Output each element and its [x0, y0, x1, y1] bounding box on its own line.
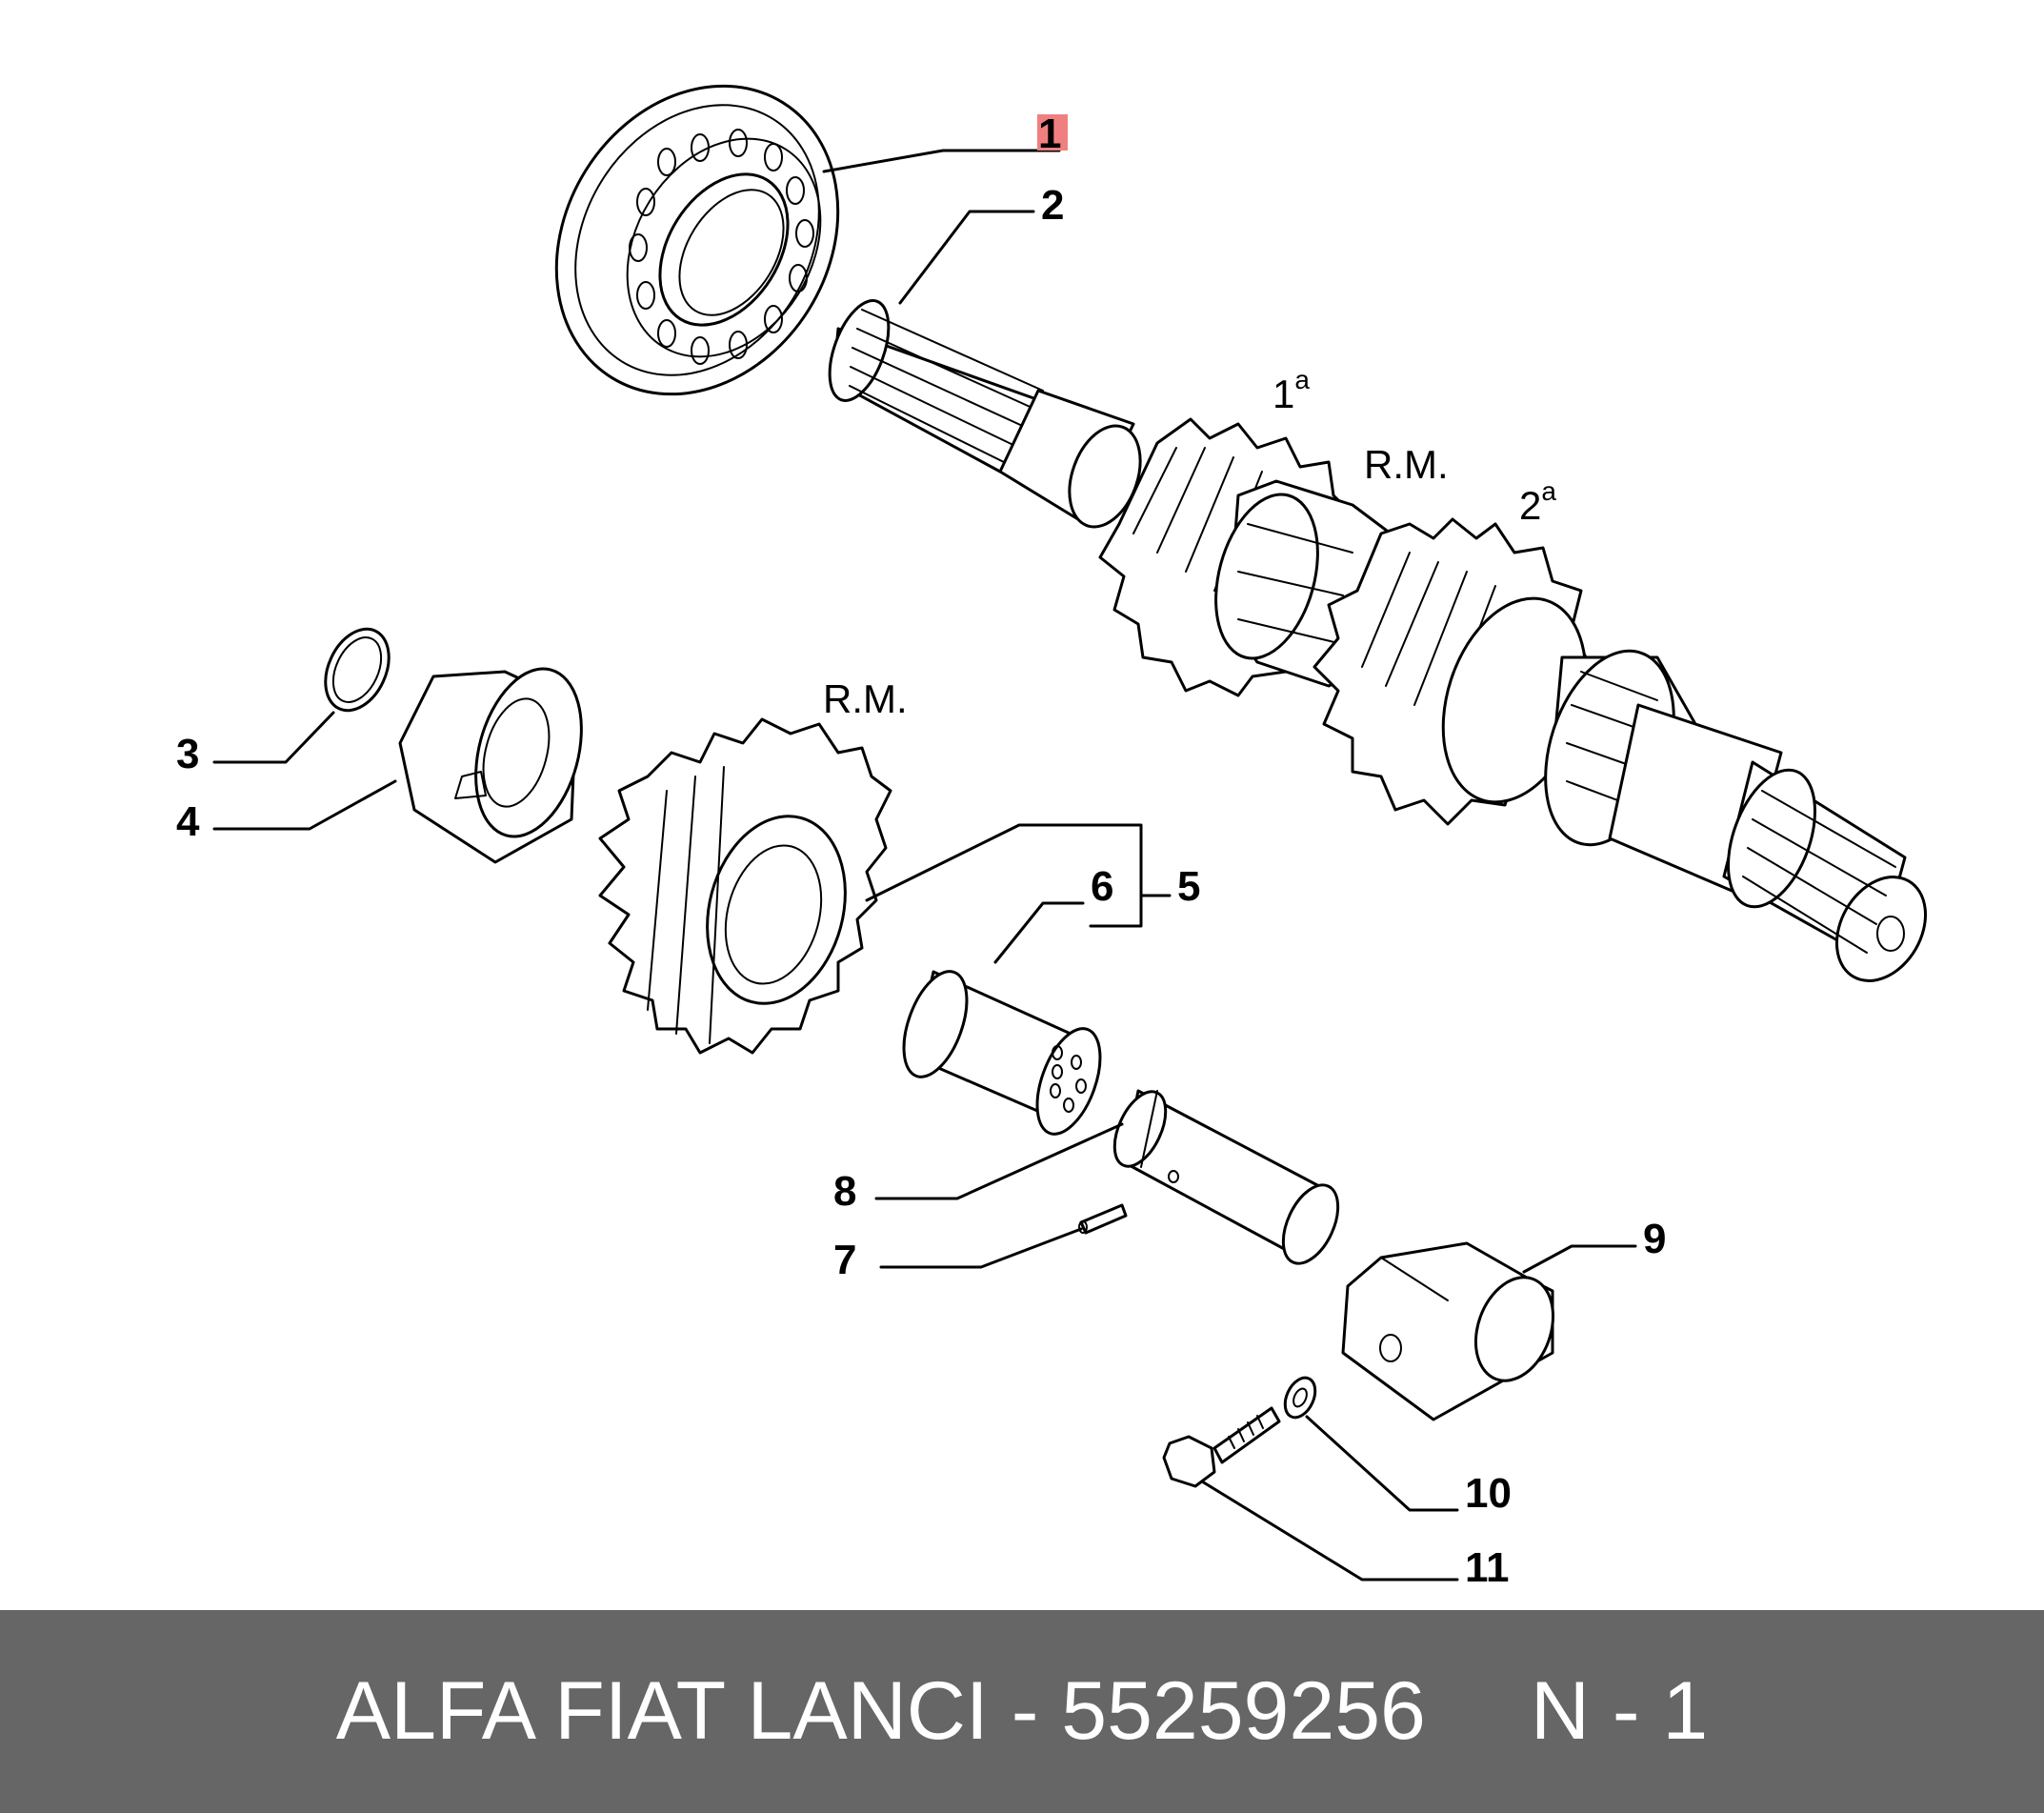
footer-part-number: 55259256 — [1061, 1665, 1426, 1757]
callout-1-highlight — [1037, 114, 1068, 151]
gear-label-first-number: 1 — [1272, 372, 1294, 416]
callout-3[interactable]: 3 — [176, 731, 199, 777]
footer-separator: - — [988, 1665, 1062, 1757]
leader-lines — [212, 149, 1637, 1581]
part-info-footer: ALFA FIAT LANCI - 55259256 N - 1 — [0, 1610, 2044, 1813]
callout-6[interactable]: 6 — [1091, 863, 1113, 910]
footer-position: N - 1 — [1530, 1665, 1709, 1757]
reverse-idler-gear[interactable] — [598, 717, 892, 1055]
washer[interactable] — [1279, 1373, 1321, 1422]
needle-bearing[interactable] — [892, 963, 1112, 1142]
callout-7[interactable]: 7 — [833, 1237, 856, 1283]
callout-4[interactable]: 4 — [176, 798, 200, 845]
callout-1[interactable]: 1 — [1038, 111, 1061, 157]
support-bracket[interactable] — [1341, 1241, 1567, 1421]
gear-label-second-number: 2 — [1519, 483, 1541, 528]
gear-label-second: 2a — [1519, 476, 1556, 528]
roll-pin[interactable] — [1078, 1203, 1128, 1235]
gear-label-first: 1a — [1272, 365, 1310, 416]
main-shaft[interactable] — [818, 292, 1944, 997]
gear-label-first-sup: a — [1294, 365, 1310, 394]
callout-5[interactable]: 5 — [1177, 863, 1200, 910]
callout-8[interactable]: 8 — [833, 1168, 856, 1215]
callout-11[interactable]: 11 — [1465, 1544, 1510, 1591]
callout-2[interactable]: 2 — [1041, 182, 1064, 229]
gear-label-second-sup: a — [1541, 476, 1556, 506]
idler-shaft[interactable] — [1104, 1084, 1349, 1272]
callout-10[interactable]: 10 — [1465, 1470, 1512, 1517]
footer-brand: ALFA FIAT LANCI — [335, 1665, 989, 1757]
roller-bearing[interactable] — [500, 33, 894, 448]
snap-ring[interactable] — [313, 619, 401, 721]
gear-label-reverse-top: R.M. — [1364, 442, 1449, 487]
gear-label-reverse-idler: R.M. — [823, 676, 908, 721]
bushing[interactable] — [398, 657, 599, 864]
callout-9[interactable]: 9 — [1643, 1216, 1666, 1262]
exploded-parts-diagram: 1 2 3 4 5 6 7 8 9 10 11 1a R.M. 2a R.M. — [176, 33, 1944, 1591]
hex-bolt[interactable] — [1162, 1406, 1281, 1488]
